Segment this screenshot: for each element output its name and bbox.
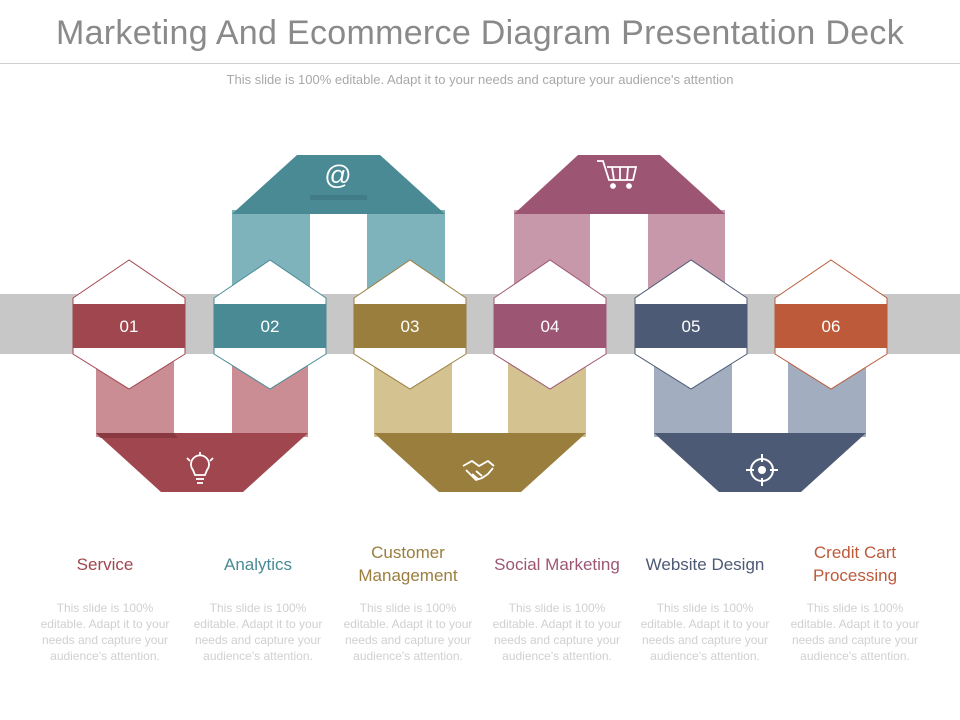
top-loop-analytics-customer: [232, 155, 445, 295]
step-node-01: 01: [72, 259, 186, 390]
step-description: This slide is 100% editable. Adapt it to…: [790, 601, 920, 663]
step-description: This slide is 100% editable. Adapt it to…: [640, 601, 770, 663]
step-number-bar: [775, 304, 887, 348]
step-description: This slide is 100% editable. Adapt it to…: [343, 601, 473, 663]
step-node-03: 03: [353, 259, 467, 390]
step-number-bar: [494, 304, 606, 348]
page-title: Marketing And Ecommerce Diagram Presenta…: [55, 14, 905, 52]
at-sign-icon: @: [324, 160, 351, 190]
step-number: 05: [682, 317, 701, 336]
lightbulb-icon: [186, 452, 214, 484]
step-title: Customer Management: [358, 543, 458, 585]
step-number-bar: [635, 304, 747, 348]
shopping-cart-icon: [597, 160, 638, 189]
step-number: 02: [261, 317, 280, 336]
step-title: Website Design: [645, 554, 765, 574]
step-title: Analytics: [223, 554, 293, 574]
handshake-icon: [462, 459, 495, 482]
step-number: 04: [541, 317, 560, 336]
step-title: Credit Cart Processing: [812, 543, 898, 585]
step-node-05: 05: [634, 259, 748, 390]
step-description: This slide is 100% editable. Adapt it to…: [492, 601, 622, 663]
step-title: Social Marketing: [494, 554, 620, 574]
page-subtitle: This slide is 100% editable. Adapt it to…: [226, 72, 734, 87]
step-number: 01: [120, 317, 139, 336]
step-number-bar: [354, 304, 466, 348]
step-number-bar: [214, 304, 326, 348]
title-divider: [0, 63, 960, 64]
step-number: 03: [401, 317, 420, 336]
step-number-bar: [73, 304, 185, 348]
target-icon: [746, 454, 778, 486]
step-node-06: 06: [774, 259, 888, 390]
step-node-02: 02: [213, 259, 327, 390]
step-title: Service: [76, 554, 134, 574]
step-description: This slide is 100% editable. Adapt it to…: [193, 601, 323, 663]
step-number: 06: [822, 317, 841, 336]
step-description: This slide is 100% editable. Adapt it to…: [40, 601, 170, 663]
step-node-04: 04: [493, 259, 607, 390]
